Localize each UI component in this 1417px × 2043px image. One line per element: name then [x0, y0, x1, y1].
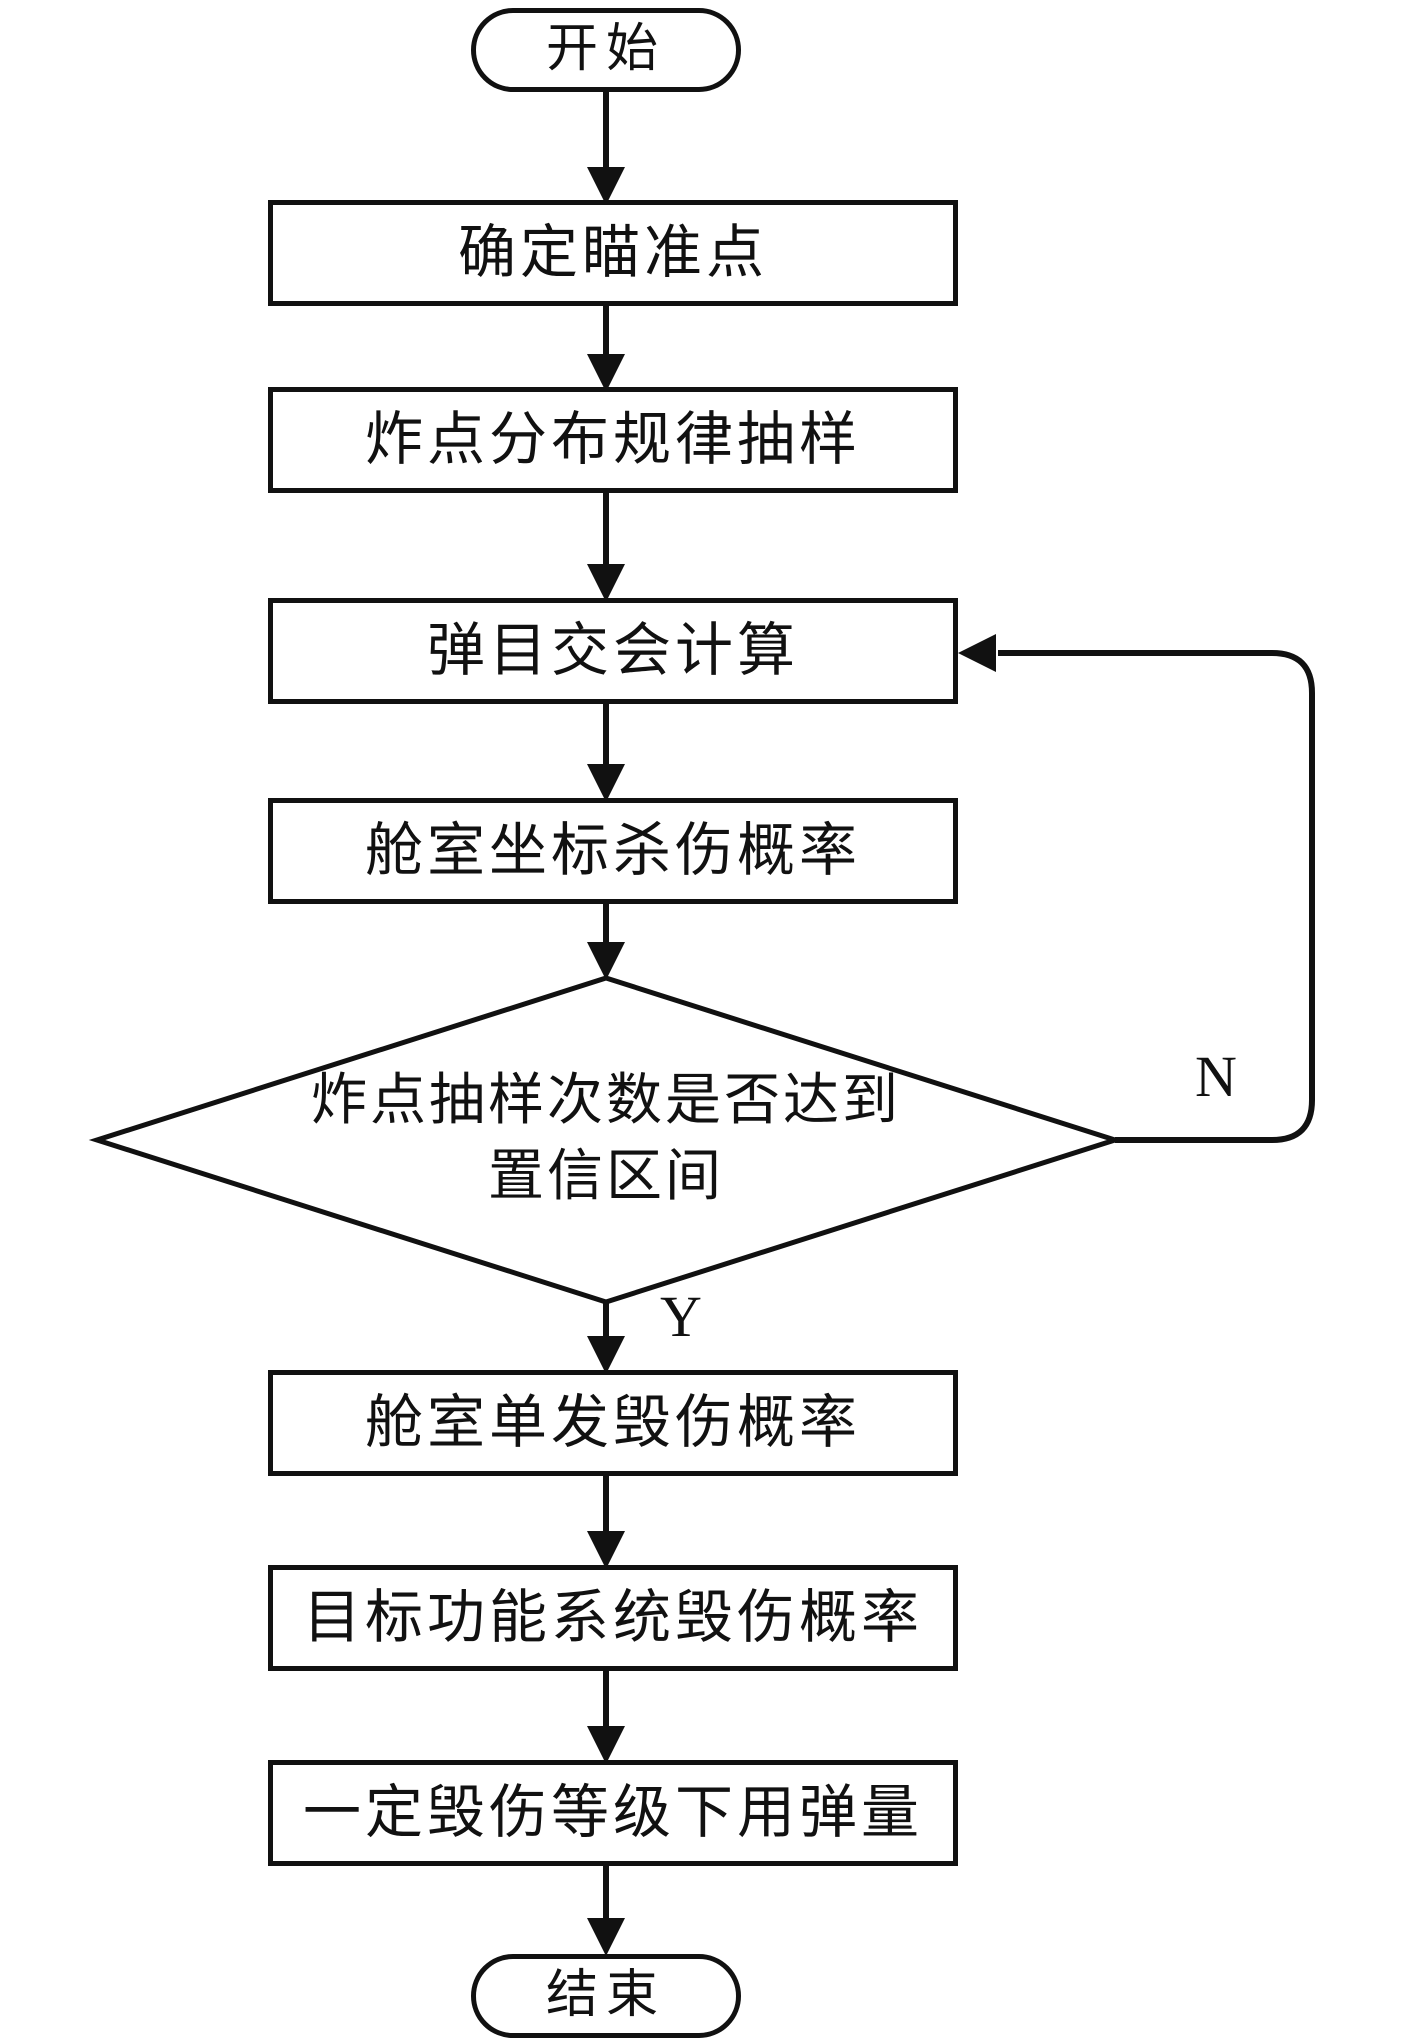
start-label: 开始 — [545, 21, 666, 79]
process-ammunition-quantity-for-damage-level: 一定毁伤等级下用弹量 — [268, 1760, 958, 1866]
decision-line2: 置信区间 — [488, 1146, 724, 1208]
arrowhead-icon — [587, 1531, 625, 1569]
arrowhead-icon — [587, 942, 625, 980]
decision-line1: 炸点抽样次数是否达到 — [311, 1070, 901, 1133]
process-cabin-coordinate-kill-probability: 舱室坐标杀伤概率 — [268, 798, 958, 904]
process-determine-aim-point: 确定瞄准点 — [268, 200, 958, 306]
end-label: 结束 — [545, 1967, 666, 2025]
arrowhead-icon — [587, 167, 625, 205]
start-terminal: 开始 — [471, 8, 741, 92]
process-cabin-single-shot-damage-probability: 舱室单发毁伤概率 — [268, 1370, 958, 1476]
end-terminal: 结束 — [471, 1954, 741, 2038]
arrowhead-icon — [587, 1918, 625, 1956]
arrowhead-icon — [587, 564, 625, 602]
process-label: 舱室坐标杀伤概率 — [364, 817, 861, 883]
process-label: 炸点分布规律抽样 — [364, 406, 861, 472]
arrowhead-icon — [587, 1726, 625, 1764]
label-no: N — [1195, 1044, 1237, 1109]
process-projectile-target-encounter: 弹目交会计算 — [268, 598, 958, 704]
process-burst-point-sampling: 炸点分布规律抽样 — [268, 387, 958, 493]
process-label: 舱室单发毁伤概率 — [364, 1389, 861, 1455]
arrowhead-icon — [587, 354, 625, 392]
process-label: 弹目交会计算 — [426, 617, 799, 683]
no-loop-path — [998, 650, 1315, 1143]
arrowhead-icon — [958, 634, 996, 672]
process-label: 确定瞄准点 — [457, 219, 768, 285]
process-label: 一定毁伤等级下用弹量 — [302, 1779, 923, 1845]
process-label: 目标功能系统毁伤概率 — [302, 1584, 923, 1650]
arrowhead-icon — [587, 764, 625, 802]
arrowhead-icon — [587, 1336, 625, 1374]
decision-confidence-interval: 炸点抽样次数是否达到 置信区间 — [200, 1040, 1012, 1240]
decision-diamond-shape — [88, 975, 1124, 1305]
process-target-functional-system-damage-probability: 目标功能系统毁伤概率 — [268, 1565, 958, 1671]
label-yes: Y — [660, 1284, 702, 1349]
